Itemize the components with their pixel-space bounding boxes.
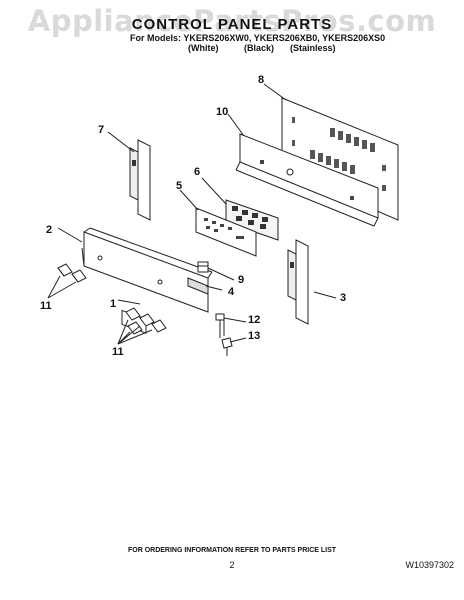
part-9-clip (197, 261, 209, 273)
callout-12: 12 (248, 314, 261, 326)
callout-4: 4 (228, 286, 235, 298)
callout-13: 13 (248, 330, 261, 342)
callout-2: 2 (46, 224, 53, 236)
callout-7: 7 (98, 124, 105, 136)
page-title: CONTROL PANEL PARTS (131, 16, 333, 33)
ordering-info-footer: FOR ORDERING INFORMATION REFER TO PARTS … (127, 547, 337, 554)
models-line: For Models: YKERS206XW0, YKERS206XB0, YK… (130, 33, 386, 43)
part-10-bracket (235, 133, 379, 227)
document-number: W10397302 (405, 560, 454, 570)
part-13-screw (221, 337, 233, 356)
callout-11-left: 11 (40, 300, 52, 312)
page-number: 2 (229, 560, 235, 570)
callout-3: 3 (340, 292, 347, 304)
part-4-trim (187, 277, 209, 295)
callout-6: 6 (194, 166, 201, 178)
part-2-control-panel (81, 227, 213, 334)
leader-lines (47, 83, 337, 345)
variant-stainless: (Stainless) (290, 43, 336, 53)
variant-white: (White) (188, 43, 219, 53)
callout-1: 1 (110, 298, 117, 310)
part-3-right-end-cap (287, 239, 309, 325)
part-11-knobs-lower (125, 307, 167, 335)
callout-5: 5 (176, 180, 183, 192)
callout-10: 10 (216, 106, 229, 118)
part-11-knobs-left (57, 263, 87, 283)
callout-11-lower: 11 (112, 346, 124, 358)
callout-8: 8 (258, 74, 265, 86)
callout-9: 9 (238, 274, 245, 286)
part-7-left-end-cap (129, 139, 151, 221)
part-12-switch (215, 313, 225, 338)
part-6-control-board (225, 199, 279, 241)
watermark: AppliancePartsPros.com (27, 4, 437, 38)
variant-black: (Black) (244, 43, 275, 53)
part-5-keypad (195, 207, 257, 257)
